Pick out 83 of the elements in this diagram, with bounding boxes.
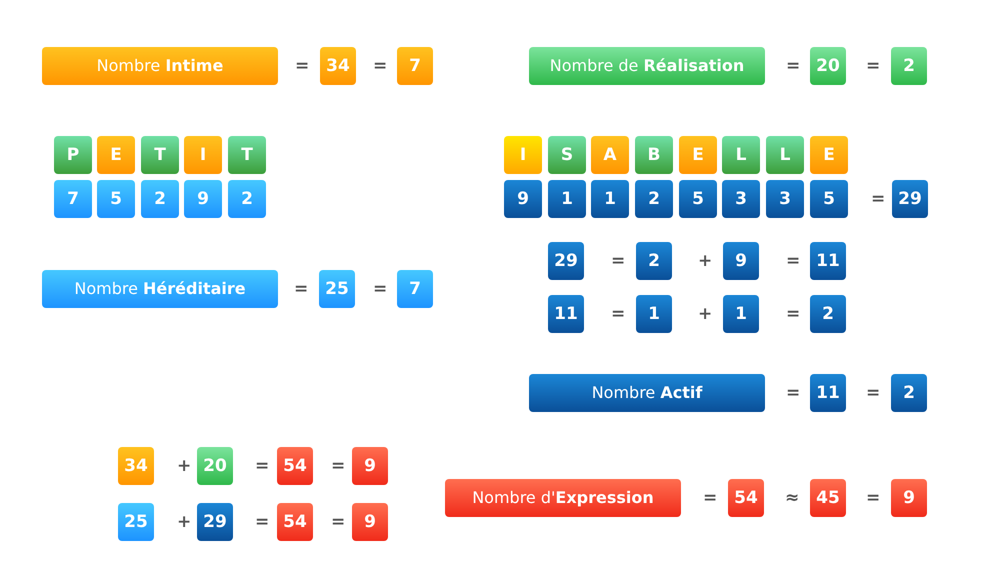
number-tile: 29 [548, 242, 584, 280]
letter-tile: P [54, 136, 92, 174]
number-tile: 34 [118, 447, 154, 485]
number-tile: 1 [548, 180, 586, 218]
number-tile: 7 [397, 47, 433, 85]
number-tile: 20 [810, 47, 846, 85]
number-tile: 1 [636, 295, 672, 333]
number-tile: 5 [810, 180, 848, 218]
operator-symbol: = [294, 279, 308, 299]
operator-symbol: = [255, 456, 270, 476]
operator-symbol: = [295, 56, 310, 76]
letter-tile: T [228, 136, 266, 174]
number-tile: 2 [141, 180, 179, 218]
number-tile: 3 [722, 180, 760, 218]
number-tile: 25 [319, 270, 355, 308]
number-tile: 5 [97, 180, 135, 218]
operator-symbol: = [786, 56, 800, 76]
title-banner: Nombre Actif [529, 374, 765, 412]
letter-tile: I [184, 136, 222, 174]
number-tile: 1 [591, 180, 629, 218]
letter-tile: B [635, 136, 673, 174]
number-tile: 54 [728, 479, 764, 517]
number-tile: 3 [766, 180, 804, 218]
operator-symbol: = [331, 512, 346, 532]
operator-symbol: = [866, 56, 880, 76]
number-tile: 2 [891, 374, 927, 412]
letter-tile: S [548, 136, 586, 174]
number-tile: 9 [723, 242, 759, 280]
number-tile: 11 [548, 295, 584, 333]
operator-symbol: + [698, 251, 712, 271]
number-tile: 45 [810, 479, 846, 517]
number-tile: 2 [636, 242, 672, 280]
number-tile: 2 [810, 295, 846, 333]
operator-symbol: = [373, 56, 388, 76]
number-tile: 11 [810, 374, 846, 412]
operator-symbol: = [611, 304, 626, 324]
number-tile: 9 [504, 180, 542, 218]
letter-tile: L [766, 136, 804, 174]
title-banner: Nombre de Réalisation [529, 47, 765, 85]
letter-tile: E [97, 136, 135, 174]
number-tile: 25 [118, 503, 154, 541]
operator-symbol: = [866, 383, 880, 403]
number-tile: 29 [892, 180, 928, 218]
operator-symbol: = [866, 488, 880, 508]
letter-tile: E [679, 136, 717, 174]
operator-symbol: = [331, 456, 346, 476]
operator-symbol: = [786, 304, 800, 324]
operator-symbol: = [255, 512, 270, 532]
number-tile: 1 [723, 295, 759, 333]
operator-symbol: = [786, 383, 800, 403]
operator-symbol: ≈ [785, 488, 800, 508]
operator-symbol: + [177, 456, 192, 476]
letter-tile: I [504, 136, 542, 174]
number-tile: 7 [397, 270, 433, 308]
operator-symbol: = [611, 251, 626, 271]
title-banner: Nombre Intime [42, 47, 278, 85]
operator-symbol: = [703, 488, 718, 508]
operator-symbol: + [177, 512, 192, 532]
number-tile: 9 [184, 180, 222, 218]
number-tile: 54 [277, 503, 313, 541]
title-banner: Nombre d'Expression [445, 479, 681, 517]
letter-tile: E [810, 136, 848, 174]
number-tile: 5 [679, 180, 717, 218]
letter-tile: A [591, 136, 629, 174]
number-tile: 2 [891, 47, 927, 85]
number-tile: 9 [352, 503, 388, 541]
operator-symbol: = [871, 189, 886, 209]
number-tile: 2 [228, 180, 266, 218]
number-tile: 7 [54, 180, 92, 218]
number-tile: 11 [810, 242, 846, 280]
number-tile: 2 [635, 180, 673, 218]
number-tile: 54 [277, 447, 313, 485]
number-tile: 20 [197, 447, 233, 485]
number-tile: 9 [352, 447, 388, 485]
operator-symbol: + [698, 304, 712, 324]
title-banner: Nombre Héréditaire [42, 270, 278, 308]
operator-symbol: = [373, 279, 388, 299]
letter-tile: T [141, 136, 179, 174]
number-tile: 34 [320, 47, 356, 85]
letter-tile: L [722, 136, 760, 174]
number-tile: 9 [891, 479, 927, 517]
operator-symbol: = [786, 251, 800, 271]
number-tile: 29 [197, 503, 233, 541]
